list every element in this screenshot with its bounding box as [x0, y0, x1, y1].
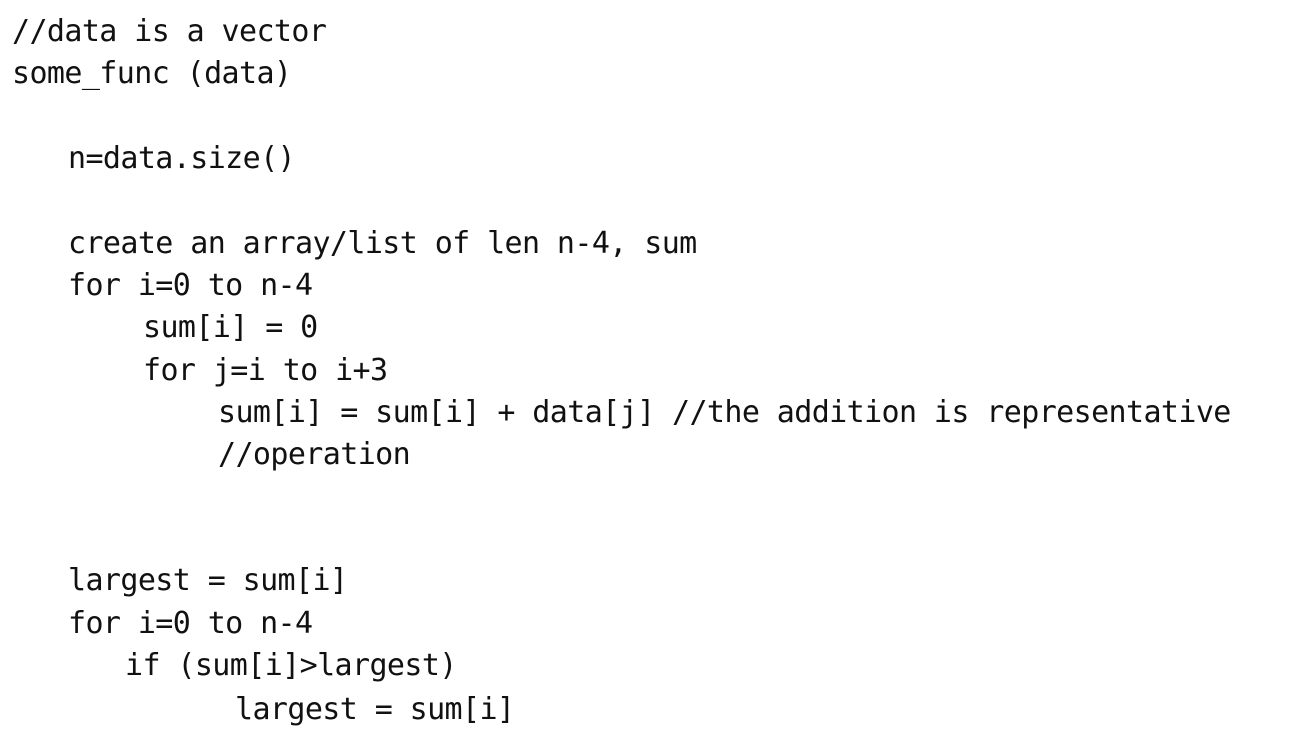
code-line-largest-assign: largest = sum[i] — [235, 692, 515, 727]
code-line-comment-vector: //data is a vector — [12, 14, 327, 49]
code-line-if-condition: if (sum[i]>largest) — [125, 648, 457, 683]
code-line-sum-init: sum[i] = 0 — [143, 310, 318, 345]
code-line-create-array: create an array/list of len n-4, sum — [68, 226, 697, 261]
code-line-largest-init: largest = sum[i] — [68, 563, 348, 598]
code-line-second-loop: for i=0 to n-4 — [68, 606, 313, 641]
code-line-inner-loop: for j=i to i+3 — [143, 353, 388, 388]
code-line-sum-add: sum[i] = sum[i] + data[j] //the addition… — [218, 395, 1231, 430]
code-line-outer-loop: for i=0 to n-4 — [68, 268, 313, 303]
code-line-comment-operation: //operation — [218, 437, 411, 472]
code-line-size: n=data.size() — [68, 141, 296, 176]
code-line-function-signature: some_func (data) — [12, 56, 292, 91]
